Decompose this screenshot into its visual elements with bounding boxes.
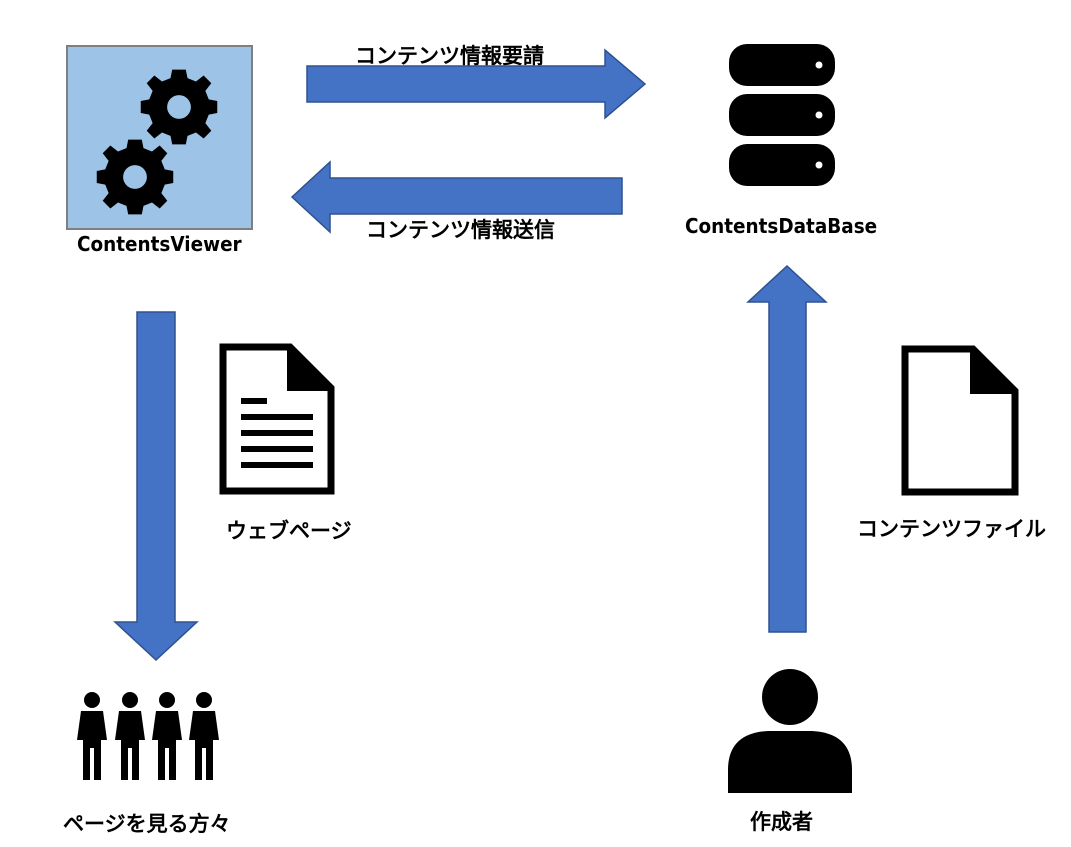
people-group-icon: [77, 692, 219, 780]
send-label: コンテンツ情報送信: [366, 218, 555, 242]
document-icon: [219, 343, 335, 495]
deliver-arrow: [113, 311, 199, 662]
file-icon: [901, 345, 1019, 496]
page-viewers-label: ページを見る方々: [63, 812, 231, 836]
send-arrow: [290, 160, 623, 234]
user-icon: [728, 669, 852, 793]
gear-icon: [140, 69, 218, 145]
upload-arrow: [746, 264, 828, 633]
request-label: コンテンツ情報要請: [355, 44, 544, 68]
webpage-label: ウェブページ: [226, 519, 352, 543]
contents-viewer-label: ContentsViewer: [77, 232, 242, 256]
content-file-label: コンテンツファイル: [857, 517, 1046, 541]
request-arrow: [306, 48, 647, 120]
gear-icon: [96, 139, 174, 215]
author-label: 作成者: [750, 810, 813, 834]
database-label: ContentsDataBase: [685, 214, 878, 238]
database-icon: [729, 44, 835, 186]
contents-viewer-node: [66, 45, 253, 230]
